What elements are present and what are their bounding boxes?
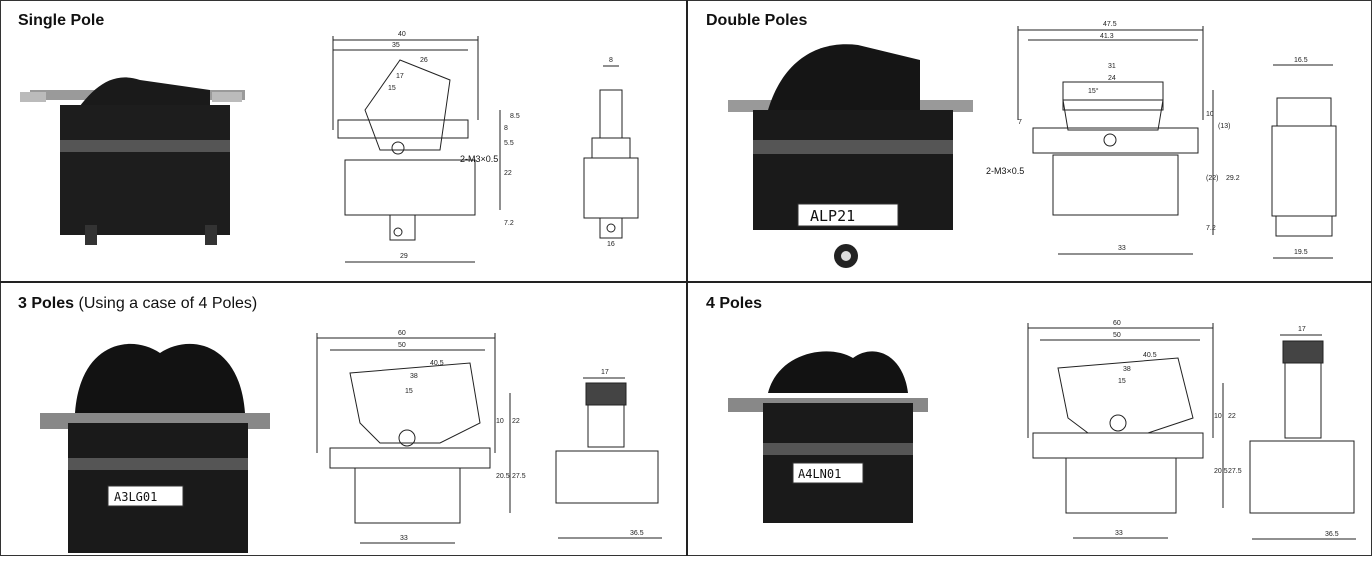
side-view-drawing: [583, 65, 639, 239]
dim-40-5: 40.5: [430, 360, 444, 367]
dim-side-17: 17: [601, 369, 609, 376]
dim-20-5: 20.5: [1214, 468, 1228, 475]
dim-10: 10: [496, 418, 504, 425]
front-view-drawing: [1027, 323, 1224, 539]
dim-8-5: 8.5: [510, 113, 520, 120]
dim-40-5: 40.5: [1143, 352, 1157, 359]
panel-title: Double Poles: [706, 12, 808, 29]
callout-thread: 2-M3×0.5: [460, 154, 498, 164]
dim-22: 22: [504, 170, 512, 177]
side-view-drawing: [1271, 64, 1337, 259]
front-view-drawing: [316, 333, 511, 544]
dim-33: 33: [1118, 245, 1126, 252]
dim-15-deg: 15°: [1088, 87, 1099, 95]
dim-41-3: 41.3: [1100, 33, 1114, 40]
dim-side-16: 16: [607, 241, 615, 248]
dim-22: 22: [1228, 413, 1236, 420]
panel-title: Single Pole: [18, 12, 105, 29]
dim-22-paren: (22): [1206, 175, 1218, 182]
dim-15: 15: [388, 85, 396, 92]
dim-38: 38: [1123, 366, 1131, 373]
callout-thread: 2-M3×0.5: [986, 166, 1024, 176]
dim-50: 50: [1113, 332, 1121, 339]
horizontal-divider: [0, 281, 1372, 283]
single-pole-graphics: 40 35 26 17 15 8 8.5 5.5 22 7.2 29 2-M3×…: [20, 31, 639, 263]
panel-3-poles: 3 Poles (Using a case of 4 Poles) A3LG01: [0, 283, 686, 561]
dim-33: 33: [400, 535, 408, 542]
dim-side-17: 17: [1298, 326, 1306, 333]
dim-20-5: 20.5: [496, 473, 510, 480]
double-poles-graphics: ALP21 47.5 41.3 31 24 15° 10 (13) 7 (22)…: [728, 21, 1337, 268]
switch-photo: [728, 44, 973, 268]
dim-50: 50: [398, 342, 406, 349]
switch-label: A3LG01: [114, 490, 157, 504]
dim-60: 60: [398, 330, 406, 337]
side-view-drawing: [555, 377, 662, 539]
dim-7-2: 7.2: [504, 220, 514, 227]
dim-17: 17: [396, 73, 404, 80]
switch-label: ALP21: [810, 207, 855, 225]
dim-26: 26: [420, 57, 428, 64]
dim-7: 7: [1018, 119, 1022, 126]
panel-4-poles: 4 Poles A4LN01 60 50 40.5: [688, 283, 1372, 561]
front-view-drawing: [1017, 26, 1214, 255]
switch-photo: [20, 77, 245, 245]
panel-title: 3 Poles (Using a case of 4 Poles): [18, 295, 258, 312]
switch-photo: [40, 343, 270, 553]
dim-60: 60: [1113, 320, 1121, 327]
panel-double-poles: Double Poles ALP21: [688, 0, 1372, 278]
dim-40: 40: [398, 31, 406, 38]
dim-10: 10: [1214, 413, 1222, 420]
front-view-drawing: [332, 36, 501, 263]
dim-29-2: 29.2: [1226, 175, 1240, 182]
4-poles-graphics: A4LN01 60 50 40.5 38 15 10 22 20.5 27.5 …: [728, 320, 1356, 540]
dim-side-19-5: 19.5: [1294, 249, 1308, 256]
dim-27-5: 27.5: [1228, 468, 1242, 475]
dim-10: 10: [1206, 111, 1214, 118]
dim-38: 38: [410, 373, 418, 380]
switch-photo: [728, 351, 928, 523]
dim-15: 15: [405, 388, 413, 395]
dim-24: 24: [1108, 75, 1116, 82]
dim-27-5: 27.5: [512, 473, 526, 480]
dim-31: 31: [1108, 63, 1116, 70]
side-view-drawing: [1249, 334, 1356, 540]
switch-label: A4LN01: [798, 467, 841, 481]
dim-22: 22: [512, 418, 520, 425]
dim-7-2: 7.2: [1206, 225, 1216, 232]
vertical-divider: [686, 0, 688, 556]
3-poles-graphics: A3LG01 60 50 40.5 38 15 10 22 20.5 27.5 …: [40, 330, 662, 553]
dim-side-36-5: 36.5: [1325, 531, 1339, 538]
dim-47-5: 47.5: [1103, 21, 1117, 28]
dim-side-8: 8: [609, 57, 613, 64]
dim-5-5: 5.5: [504, 140, 514, 147]
dim-29: 29: [400, 253, 408, 260]
dim-side-36-5: 36.5: [630, 530, 644, 537]
panel-title: 4 Poles: [706, 295, 763, 312]
dim-side-16-5: 16.5: [1294, 57, 1308, 64]
dim-33: 33: [1115, 530, 1123, 537]
dim-15: 15: [1118, 378, 1126, 385]
dim-8: 8: [504, 125, 508, 132]
panel-single-pole: Single Pole: [0, 0, 686, 278]
dim-13: (13): [1218, 123, 1230, 130]
dim-35: 35: [392, 42, 400, 49]
